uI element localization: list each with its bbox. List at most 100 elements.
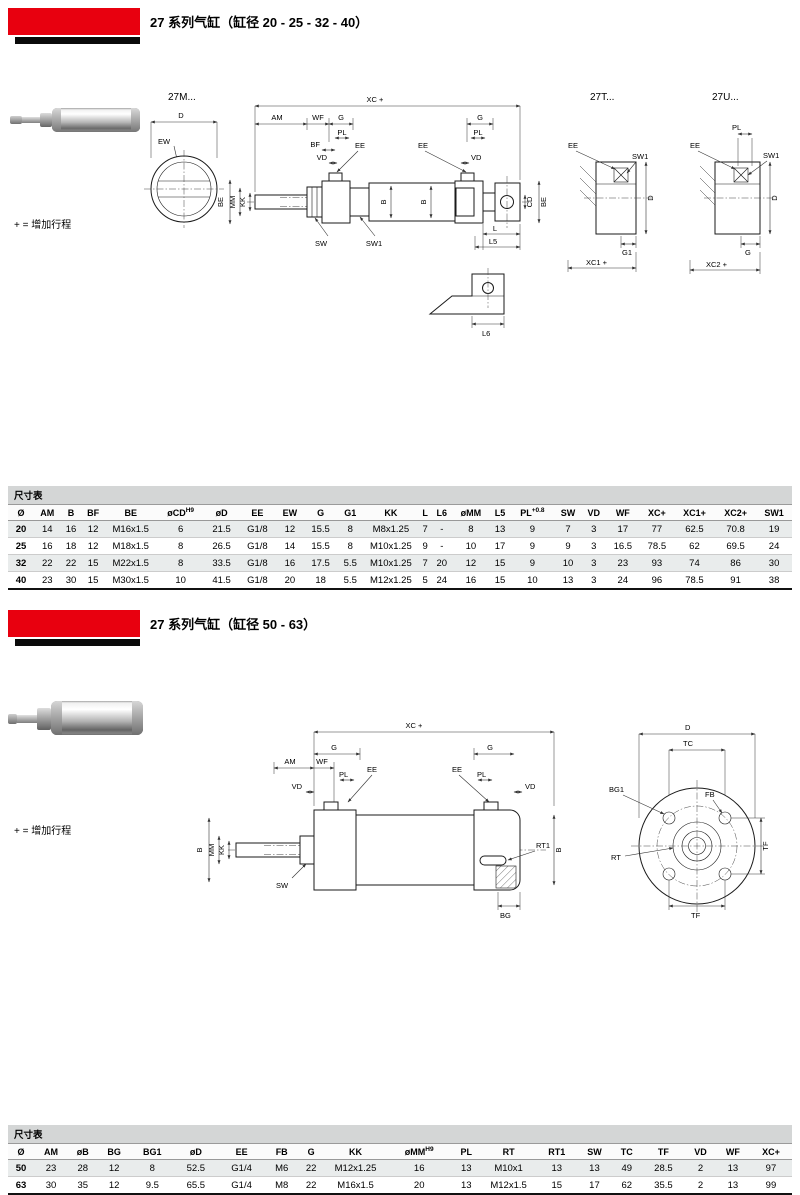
column-header: SW	[554, 505, 582, 521]
dim-label-sw1: SW1	[366, 239, 382, 248]
dim-label-b: B	[419, 199, 428, 204]
dimension-cell: 12	[81, 520, 105, 538]
dimension-cell: 10	[510, 571, 555, 590]
dimension-cell: 35.5	[641, 1176, 686, 1195]
dimension-cell: 23	[34, 571, 61, 590]
dimension-cell: 8	[130, 1159, 175, 1177]
section1-drawing: 27M... D EW BE MM KK B	[144, 92, 779, 338]
dimension-cell: 26.5	[204, 537, 239, 555]
column-header: øD	[174, 1144, 218, 1160]
column-header: PL	[451, 1144, 481, 1160]
dim-label-d: D	[178, 111, 184, 120]
flange-end-view: D TC BG1 FB RT TF TF	[609, 723, 770, 920]
column-header: PL+0.8	[510, 505, 555, 521]
column-header: FB	[265, 1144, 298, 1160]
dimension-cell: 8	[337, 537, 363, 555]
dim-label-pl: PL	[339, 770, 348, 779]
dimension-cell: M12x1.5	[480, 1176, 537, 1195]
dim-label-g: G	[487, 743, 493, 752]
dim-label-be: BE	[539, 197, 548, 207]
dim-label-d: D	[685, 723, 691, 732]
dim-label-xc2: XC2 +	[706, 260, 728, 269]
dimension-cell: 78.5	[639, 537, 674, 555]
column-header: WF	[605, 505, 640, 521]
column-header: EE	[217, 1144, 266, 1160]
column-header: Ø	[8, 505, 34, 521]
column-header: L5	[489, 505, 511, 521]
dimension-cell: 8	[452, 520, 490, 538]
column-header: WF	[715, 1144, 750, 1160]
section2-red-banner	[8, 610, 140, 637]
dimension-cell: 62.5	[673, 520, 716, 538]
column-header: L	[418, 505, 432, 521]
product-photo-large-bore	[8, 694, 143, 742]
column-header: B	[60, 505, 82, 521]
dim-label-sw: SW	[276, 881, 289, 890]
product-photo-small-bore	[10, 100, 140, 140]
dimension-cell: G1/4	[217, 1159, 266, 1177]
dimension-cell: 15.5	[303, 537, 338, 555]
column-header: G	[297, 1144, 325, 1160]
dim-label-xc: XC +	[367, 95, 385, 104]
dim-label-xc1: XC1 +	[586, 258, 608, 267]
column-header: XC+	[749, 1144, 792, 1160]
column-header: øCDH9	[156, 505, 205, 521]
column-header: øB	[67, 1144, 98, 1160]
dimension-cell: 14	[34, 520, 61, 538]
dim-label-kk: KK	[238, 197, 247, 207]
column-header: øD	[204, 505, 239, 521]
dimension-cell: 17	[605, 520, 640, 538]
section2-black-bar	[15, 639, 140, 646]
port-label-ee: EE	[568, 141, 578, 150]
port-label-ee: EE	[418, 141, 428, 150]
dim-label-pl: PL	[732, 123, 741, 132]
dim-label-l: L	[493, 224, 497, 233]
dim-label-am: AM	[284, 757, 295, 766]
dimension-cell: 15.5	[303, 520, 338, 538]
dimension-cell: 22	[297, 1159, 325, 1177]
dim-label-g1: G1	[622, 248, 632, 257]
column-header: RT1	[536, 1144, 577, 1160]
dim-label-vd: VD	[471, 153, 482, 162]
dimension-cell: 15	[81, 571, 105, 590]
column-header: EE	[238, 505, 277, 521]
dim-label-l5: L5	[489, 237, 497, 246]
dimension-cell: M16x1.5	[324, 1176, 387, 1195]
dim-label-be: BE	[216, 197, 225, 207]
dim-label-g: G	[745, 248, 751, 257]
dim-label-ew: EW	[158, 137, 171, 146]
dimension-cell: 7	[418, 520, 432, 538]
dimension-cell: 74	[673, 554, 716, 572]
dim-label-bg1: BG1	[609, 785, 624, 794]
dimension-cell: M16x1.5	[104, 520, 157, 538]
dim-label-g: G	[331, 743, 337, 752]
variant-27t-view: 27T... EE SW1 D G1 XC1 +	[567, 92, 655, 272]
dimension-cell: 23	[605, 554, 640, 572]
dimension-cell: 19	[756, 520, 792, 538]
dim-label-l6: L6	[482, 329, 490, 338]
dimension-cell: 7	[418, 554, 432, 572]
section1-red-banner	[8, 8, 140, 35]
dim-label-vd: VD	[292, 782, 303, 791]
dimension-cell: 49	[611, 1159, 642, 1177]
dimension-cell: M10x1.25	[362, 537, 419, 555]
dim-label-kk: KK	[217, 845, 226, 855]
dimension-cell: M22x1.5	[104, 554, 157, 572]
dimension-cell: 12	[81, 537, 105, 555]
section2-title: 27 系列气缸（缸径 50 - 63）	[150, 617, 317, 632]
dim-label-mm: MM	[207, 844, 216, 857]
dimension-cell: 86	[715, 554, 757, 572]
column-header: G1	[337, 505, 363, 521]
dimension-cell: 5	[418, 571, 432, 590]
variant-27m-label: 27M...	[168, 92, 196, 103]
dimension-cell: 16	[34, 537, 61, 555]
dimension-cell: 14	[276, 537, 304, 555]
dimension-cell: 17	[489, 537, 511, 555]
dimension-cell: 13	[576, 1159, 612, 1177]
dim-label-sw1: SW1	[632, 152, 648, 161]
dimension-cell: 13	[489, 520, 511, 538]
dimension-cell: M8	[265, 1176, 298, 1195]
